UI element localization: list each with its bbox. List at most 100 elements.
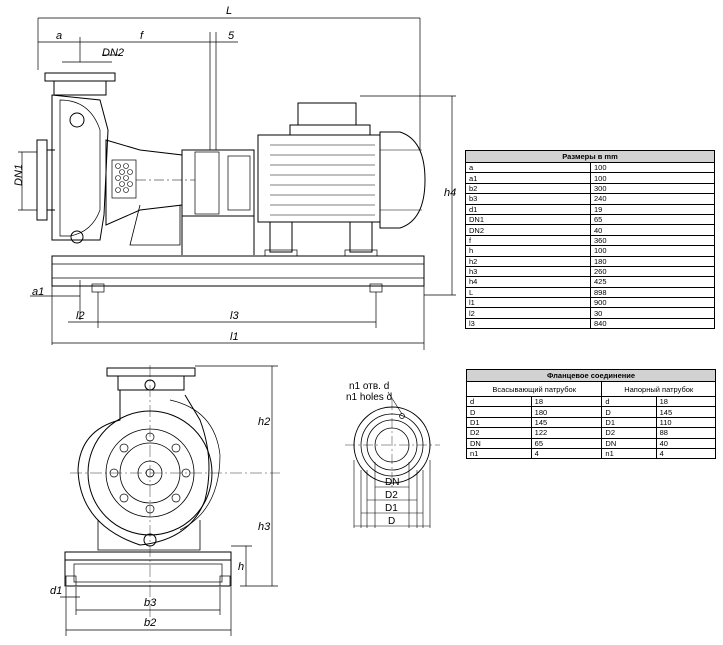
dimension-value: 100 [590,161,715,174]
dimension-value: 30 [590,307,715,319]
flange-cell-d-val: 18 [655,395,717,408]
flange-cell-s-name: D [466,406,532,418]
flange-cell-s-name: D2 [466,427,532,439]
label-a: a [56,30,62,42]
label-DN2: DN2 [102,47,124,59]
dimension-value: 65 [590,213,715,226]
label-l3: l3 [230,310,239,322]
label-h3: h3 [258,521,271,533]
label-DN: DN [385,477,399,488]
dimension-value: 40 [590,224,715,236]
label-holes-en: n1 holes d [346,392,392,403]
label-D2: D2 [385,490,398,501]
label-D: D [388,516,395,527]
label-h4: h4 [444,187,456,199]
dimension-name: h2 [465,255,591,267]
label-b2: b2 [144,617,156,629]
label-holes-ru: n1 отв. d [349,381,389,392]
dimension-name: DN1 [465,213,591,226]
flange-cell-d-val: 145 [655,406,717,418]
flange-cell-d-name: D1 [601,416,657,429]
dimension-name: l3 [465,317,591,330]
dimension-name: a [465,161,591,174]
flange-cell-d-name: d [601,395,657,408]
flange-cell-s-val: 18 [530,395,603,408]
flange-table-title: Фланцевое соединение [466,369,716,382]
label-a1: a1 [32,286,44,298]
dimension-value: 898 [590,286,715,299]
label-DN1: DN1 [13,164,25,186]
dimension-value: 19 [590,203,715,215]
front-view [60,365,280,636]
label-l1: l1 [230,331,239,343]
dimension-value: 260 [590,265,715,278]
flange-cell-s-val: 4 [530,447,603,460]
flange-cell-d-name: D [601,406,657,418]
dimension-value: 180 [590,255,715,267]
flange-cell-s-val: 180 [530,406,603,418]
dimension-name: h [465,245,591,257]
dimension-name: L [465,286,591,299]
dimension-value: 100 [590,245,715,257]
dimension-name: l1 [465,297,591,309]
dimension-name: DN2 [465,224,591,236]
dimension-name: d1 [465,203,591,215]
flange-cell-d-val: 4 [655,447,717,460]
flange-cell-s-name: D1 [466,416,532,429]
flange-cell-s-name: n1 [466,447,532,460]
flange-cell-s-val: 145 [530,416,603,429]
flange-view [345,391,440,528]
dimensions-table-title: Размеры в mm [465,150,715,163]
dimension-value: 360 [590,234,715,247]
discharge-header: Напорный патрубок [601,381,716,397]
flange-cell-s-name: d [466,395,532,408]
dimension-name: a1 [465,172,591,184]
dimension-value: 900 [590,297,715,309]
label-h: h [238,561,244,573]
label-l2: l2 [76,310,85,322]
dimension-value: 300 [590,182,715,195]
flange-cell-d-name: n1 [601,447,657,460]
dimension-name: b3 [465,193,591,205]
dimension-name: h3 [465,265,591,278]
dimension-value: 240 [590,193,715,205]
label-f: f [140,30,144,42]
dimension-value: 425 [590,276,715,288]
flange-cell-d-name: DN [601,437,657,449]
dimension-value: 100 [590,172,715,184]
label-d1: d1 [50,585,62,597]
flange-table: Фланцевое соединение Всасывающий патрубо… [465,369,717,460]
label-b3: b3 [144,597,157,609]
dimension-name: l2 [465,307,591,319]
flange-cell-d-name: D2 [601,427,657,439]
flange-cell-s-val: 65 [530,437,603,449]
dimension-name: h4 [465,276,591,288]
flange-cell-s-name: DN [466,437,532,449]
dimension-name: b2 [465,182,591,195]
dimension-name: f [465,234,591,247]
